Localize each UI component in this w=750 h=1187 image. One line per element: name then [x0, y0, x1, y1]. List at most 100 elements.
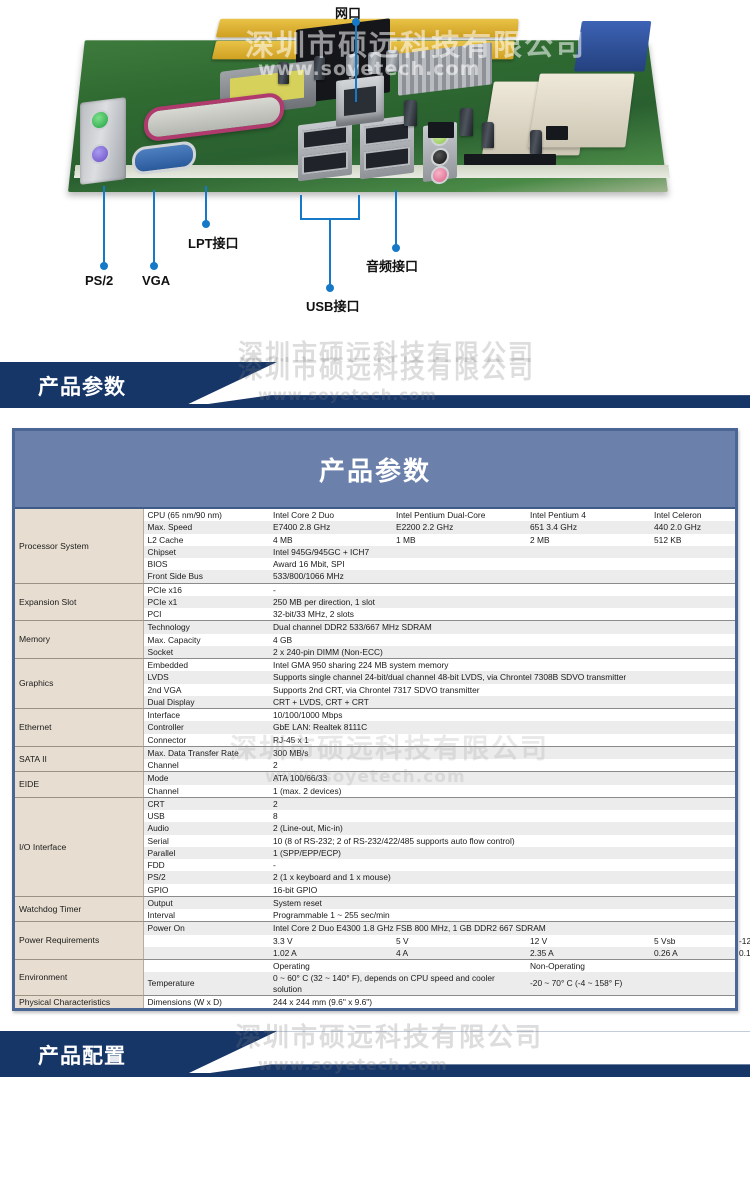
spec-sub-label: Interface	[143, 708, 269, 722]
spec-value: -	[269, 582, 735, 596]
callout-label-vga: VGA	[142, 273, 171, 288]
capacitor	[368, 52, 381, 74]
banner-title-params: 产品参数	[38, 375, 126, 399]
spec-sub-label	[143, 959, 269, 973]
banner-title-config: 产品配置	[38, 1044, 126, 1069]
spec-sub-label: Technology	[143, 620, 269, 634]
spec-sub-label: Mode	[143, 771, 269, 785]
callout-line-vga	[153, 190, 155, 266]
spec-value: Programmable 1 ~ 255 sec/min	[269, 909, 735, 922]
spec-value: 4 MB	[269, 533, 392, 546]
spec-value: 3.3 V	[269, 934, 392, 947]
spec-value: Supports single channel 24-bit/dual chan…	[269, 671, 735, 684]
spec-sub-label: Max. Data Transfer Rate	[143, 745, 269, 759]
spec-value: 5 V	[392, 934, 526, 947]
table-row: 1.02 A4 A2.35 A0.26 A0.12 A	[15, 946, 750, 960]
spec-sub-label: PCIe x16	[143, 582, 269, 596]
capacitor	[404, 100, 417, 126]
spec-value: 4 A	[392, 946, 526, 960]
spec-value: -20 ~ 70° C (-4 ~ 158° F)	[526, 972, 735, 996]
callout-line-usb-bracket	[300, 218, 360, 220]
spec-value: 244 x 244 mm (9.6" x 9.6")	[269, 994, 735, 1009]
section-banner-config: 产品配置 深圳市硕远科技有限公司 www.soyetech.com	[0, 1023, 750, 1078]
callout-dot-ps2	[100, 262, 108, 270]
spec-group-name: Physical Characteristics	[15, 994, 144, 1009]
spec-group-name: Watchdog Timer	[15, 895, 144, 923]
spec-group-name: SATA II	[15, 745, 144, 773]
spec-value: RJ-45 x 1	[269, 733, 735, 747]
spec-sub-label: Front Side Bus	[143, 570, 269, 583]
spec-value: 1 (max. 2 devices)	[269, 784, 735, 798]
spec-group-name: Ethernet	[15, 708, 144, 747]
spec-value: E2200 2.2 GHz	[392, 521, 526, 534]
spec-sub-label: Audio	[143, 822, 269, 835]
product-photo-section: 深圳市硕远科技有限公司 www.soyetech.com 网口 PS/2 VGA…	[0, 0, 750, 340]
spec-value: E7400 2.8 GHz	[269, 521, 392, 534]
spec-value: CRT + LVDS, CRT + CRT	[269, 695, 735, 709]
capacitor	[314, 56, 325, 80]
spec-value: 2 (Line-out, Mic-in)	[269, 822, 735, 835]
pci-slot-2	[527, 73, 635, 148]
spec-value: 2	[269, 759, 735, 772]
capacitor	[460, 108, 473, 136]
dip-chip	[464, 154, 556, 165]
spec-value: 512 KB	[650, 533, 735, 546]
spec-value: 2 x 240-pin DIMM (Non-ECC)	[269, 645, 735, 659]
spec-sub-label: USB	[143, 810, 269, 823]
spec-sub-label: Embedded	[143, 658, 269, 672]
spec-sub-label: Dimensions (W x D)	[143, 994, 269, 1009]
spec-sub-label: Output	[143, 895, 269, 909]
spec-group-name: Power Requirements	[15, 921, 144, 960]
spec-sub-label	[143, 946, 269, 960]
callout-label-audio: 音频接口	[366, 259, 419, 274]
spec-value: 2 MB	[526, 533, 650, 546]
callout-line-usb-stem	[329, 218, 331, 288]
spec-group-name: Expansion Slot	[15, 582, 144, 622]
table-row: 3.3 V5 V12 V5 Vsb-12 V	[15, 934, 750, 947]
spec-group-name: EIDE	[15, 771, 144, 798]
spec-value: Intel Pentium Dual-Core	[392, 509, 526, 522]
spec-group-name: Graphics	[15, 658, 144, 709]
ic-chip	[546, 126, 568, 140]
spec-value: 2 (1 x keyboard and 1 x mouse)	[269, 871, 735, 884]
spec-value: System reset	[269, 895, 735, 909]
spec-value: Operating	[269, 959, 526, 973]
callout-label-ps2: PS/2	[85, 273, 114, 288]
section-banner-params: 产品参数 深圳市硕远科技有限公司 www.soyetech.com	[0, 355, 750, 408]
spec-value: 10 (8 of RS-232; 2 of RS-232/422/485 sup…	[269, 834, 735, 847]
spec-table-title: 产品参数	[15, 431, 735, 509]
callout-dot-audio	[392, 244, 400, 252]
spec-sub-label: Serial	[143, 834, 269, 847]
spec-value: 5 Vsb	[650, 934, 735, 947]
spec-sub-label: Chipset	[143, 545, 269, 558]
callout-label-usb: USB接口	[306, 299, 360, 314]
spec-value: Intel Core 2 Duo	[269, 509, 392, 522]
spec-value: 12 V	[526, 934, 650, 947]
spec-value: 1 MB	[392, 533, 526, 546]
spec-value: 651 3.4 GHz	[526, 521, 650, 534]
spec-table-container: 产品参数 深圳市硕远科技有限公司 www.soyetech.com Proces…	[12, 428, 750, 1012]
spec-value: Intel 945G/945GC + ICH7	[269, 545, 735, 558]
spec-value: ATA 100/66/33	[269, 771, 735, 785]
spec-value: 0.26 A	[650, 946, 735, 960]
spec-value: 10/100/1000 Mbps	[269, 708, 735, 722]
capacitor	[386, 50, 399, 72]
capacitor	[278, 62, 289, 84]
